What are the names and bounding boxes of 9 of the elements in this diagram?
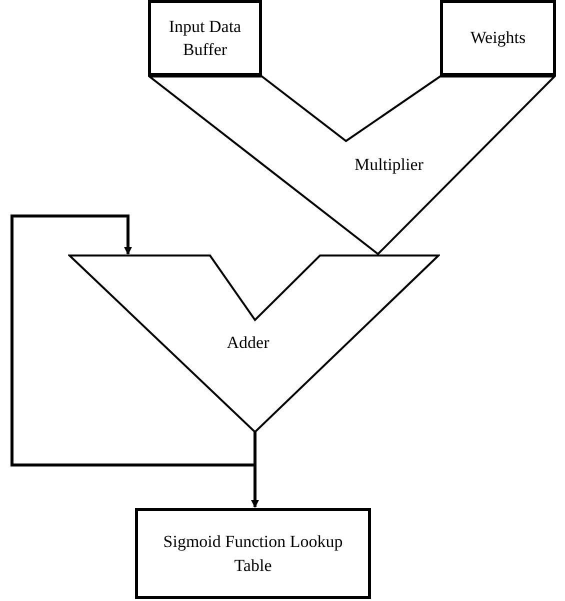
box-label: Input Data Buffer bbox=[168, 16, 242, 61]
box-label: Weights bbox=[470, 27, 526, 50]
block-label: Multiplier bbox=[354, 154, 424, 176]
process-box bbox=[440, 0, 556, 76]
process-box bbox=[148, 0, 262, 76]
block-label: Adder bbox=[226, 332, 270, 354]
process-box bbox=[135, 508, 371, 599]
connector-arrow bbox=[10, 214, 256, 466]
box-label: Sigmoid Function Lookup Table bbox=[162, 531, 344, 576]
